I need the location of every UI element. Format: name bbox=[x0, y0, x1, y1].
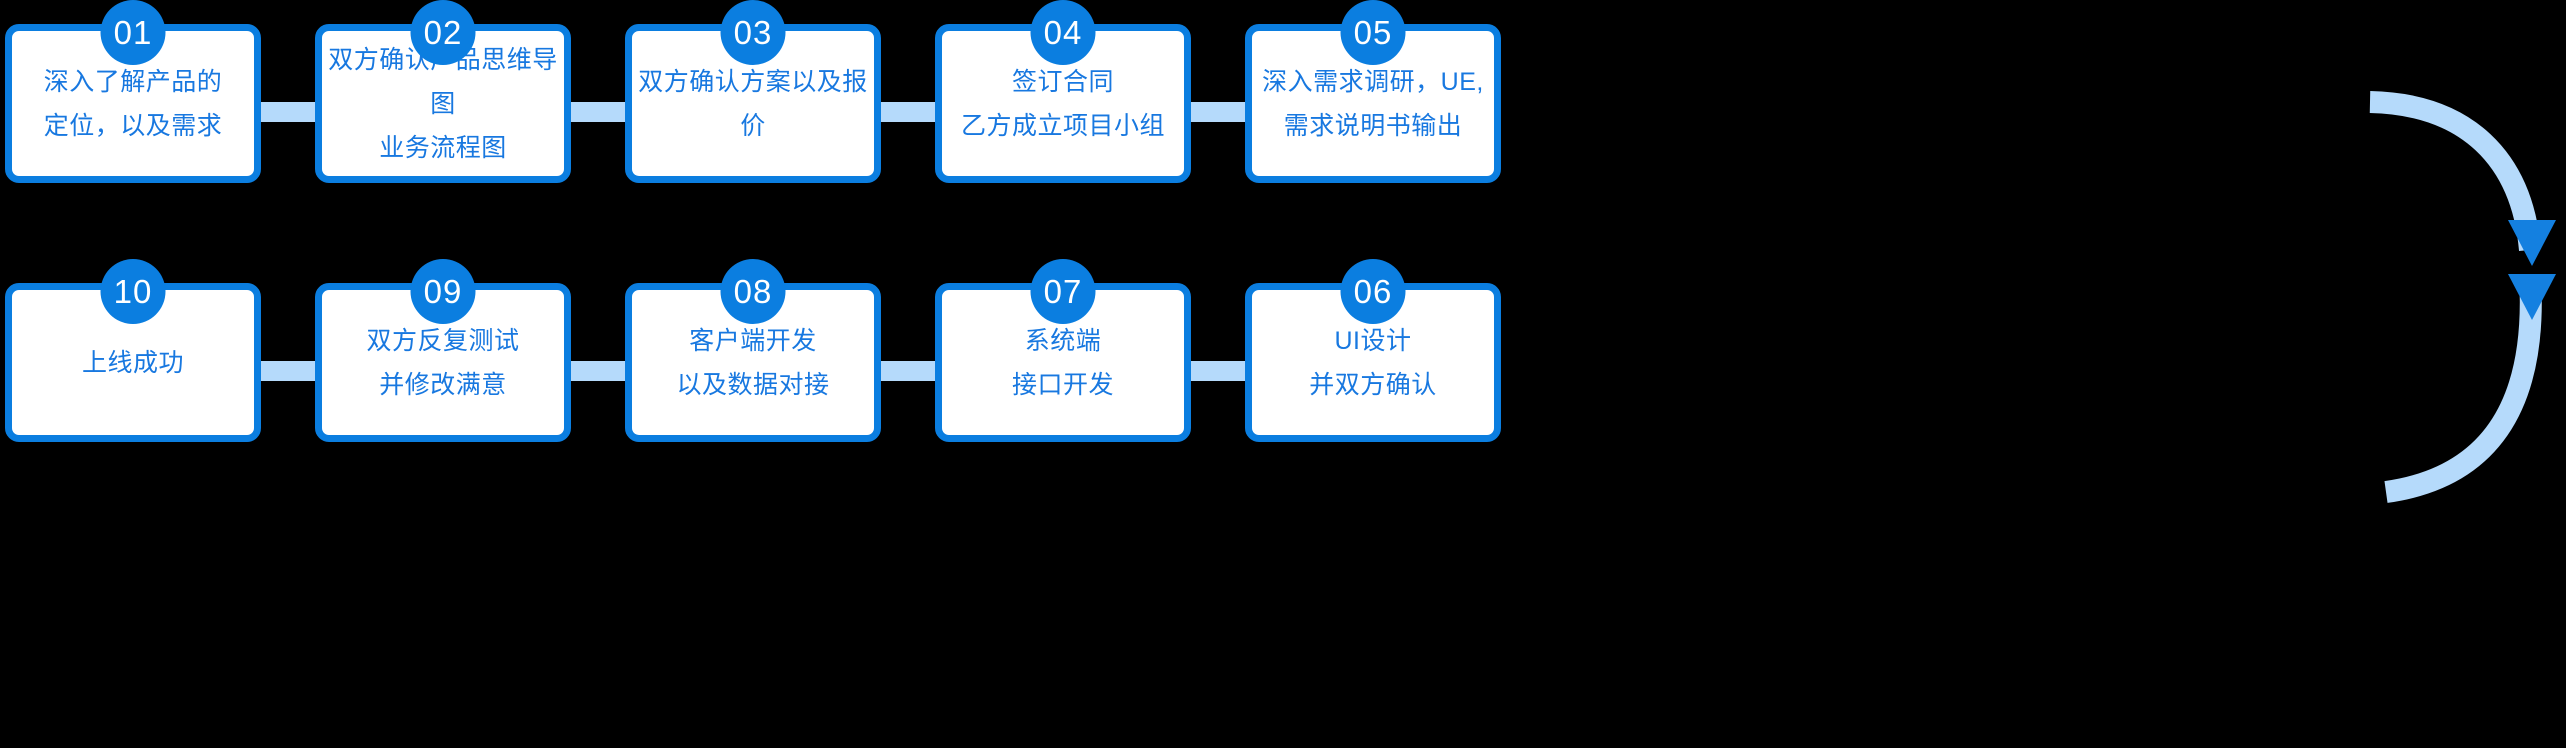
step-label-09: 双方反复测试 并修改满意 bbox=[366, 326, 520, 399]
step-label-10: 上线成功 bbox=[81, 348, 184, 377]
step-box-06[interactable]: 06 UI设计 并双方确认 bbox=[1245, 259, 1501, 442]
step-box-09[interactable]: 09 双方反复测试 并修改满意 bbox=[315, 259, 571, 442]
connector-08-09 bbox=[565, 361, 625, 381]
arrow-curve-upper bbox=[2369, 91, 2541, 252]
step-label-06: UI设计 并双方确认 bbox=[1309, 326, 1437, 399]
step-label-07: 系统端 接口开发 bbox=[1011, 326, 1114, 399]
step-box-03[interactable]: 03 双方确认方案以及报价 bbox=[625, 0, 881, 183]
connector-06-07 bbox=[1185, 361, 1245, 381]
curved-return-arrow bbox=[2369, 91, 2556, 503]
step-badge-10: 10 bbox=[100, 259, 166, 324]
step-badge-05: 05 bbox=[1340, 0, 1406, 65]
connector-09-10 bbox=[255, 361, 315, 381]
step-label-01: 深入了解产品的 定位，以及需求 bbox=[43, 67, 223, 140]
step-box-07[interactable]: 07 系统端 接口开发 bbox=[935, 259, 1191, 442]
step-box-10[interactable]: 10 上线成功 bbox=[5, 259, 261, 442]
connector-02-03 bbox=[565, 102, 625, 122]
step-box-05[interactable]: 05 深入需求调研，UE, 需求说明书输出 bbox=[1245, 0, 1501, 183]
step-badge-03: 03 bbox=[720, 0, 786, 65]
step-box-04[interactable]: 04 签订合同 乙方成立项目小组 bbox=[935, 0, 1191, 183]
step-label-08: 客户端开发 以及数据对接 bbox=[676, 326, 830, 399]
step-box-02[interactable]: 02 双方确认产品思维导图 业务流程图 bbox=[315, 0, 571, 183]
step-badge-07: 07 bbox=[1030, 259, 1096, 324]
step-badge-04: 04 bbox=[1030, 0, 1096, 65]
connector-01-02 bbox=[255, 102, 315, 122]
step-label-03: 双方确认方案以及报价 bbox=[638, 67, 868, 140]
arrowhead-upper-icon bbox=[2508, 220, 2556, 266]
step-box-01[interactable]: 01 深入了解产品的 定位，以及需求 bbox=[5, 0, 261, 183]
bottom-row: 10 上线成功 09 双方反复测试 并修改满意 08 客户端开发 以及数据对接 … bbox=[0, 259, 2566, 448]
connector-03-04 bbox=[875, 102, 935, 122]
connector-07-08 bbox=[875, 361, 935, 381]
step-label-04: 签订合同 乙方成立项目小组 bbox=[960, 67, 1165, 140]
step-badge-09: 09 bbox=[410, 259, 476, 324]
step-badge-08: 08 bbox=[720, 259, 786, 324]
step-badge-01: 01 bbox=[100, 0, 166, 65]
top-row: 01 深入了解产品的 定位，以及需求 02 双方确认产品思维导图 业务流程图 0… bbox=[0, 0, 2566, 189]
step-label-05: 深入需求调研，UE, 需求说明书输出 bbox=[1262, 67, 1484, 140]
arrowhead-lower-icon bbox=[2508, 274, 2556, 320]
step-box-08[interactable]: 08 客户端开发 以及数据对接 bbox=[625, 259, 881, 442]
step-badge-02: 02 bbox=[410, 0, 476, 65]
arrow-curve-lower bbox=[2384, 275, 2542, 503]
connector-04-05 bbox=[1185, 102, 1245, 122]
step-badge-06: 06 bbox=[1340, 259, 1406, 324]
